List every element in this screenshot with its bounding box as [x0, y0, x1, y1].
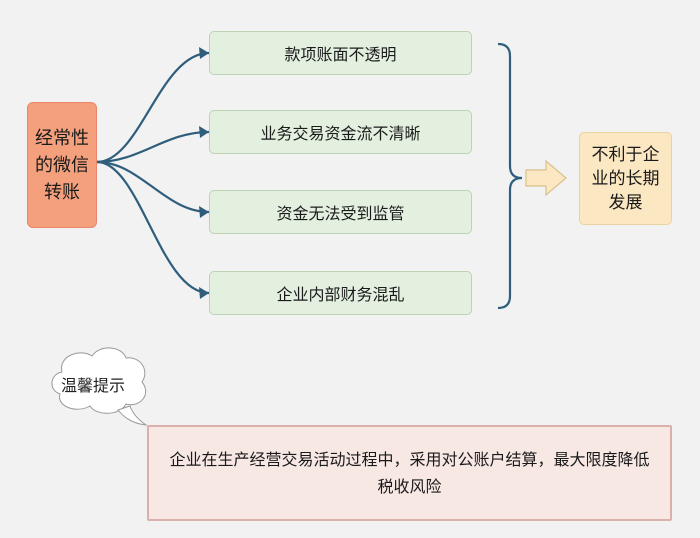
reason-label-3: 资金无法受到监管 — [276, 204, 405, 223]
result-label: 不利于企业的长期发展 — [591, 144, 660, 213]
connector-to-reason-4 — [96, 160, 210, 295]
source-label: 经常性的微信转账 — [35, 127, 89, 203]
arrowhead-3 — [199, 206, 209, 218]
connector-to-reason-1 — [96, 51, 210, 164]
tip-title-bubble: 温馨提示 — [40, 355, 146, 413]
reason-node-4: 企业内部财务混乱 — [209, 271, 472, 315]
reason-node-2: 业务交易资金流不清晰 — [209, 110, 472, 154]
reason-label-4: 企业内部财务混乱 — [276, 285, 405, 304]
result-node: 不利于企业的长期发展 — [579, 132, 672, 225]
source-node: 经常性的微信转账 — [27, 102, 97, 228]
tip-content-box: 企业在生产经营交易活动过程中，采用对公账户结算，最大限度降低税收风险 — [147, 425, 672, 521]
speech-cloud — [51, 347, 148, 426]
reason-node-1: 款项账面不透明 — [209, 31, 472, 75]
connector-to-reason-3 — [96, 160, 210, 214]
right-brace — [497, 42, 523, 310]
arrowhead-2 — [199, 126, 209, 138]
arrowhead-4 — [199, 287, 209, 299]
reason-label-1: 款项账面不透明 — [284, 45, 397, 64]
arrowhead-1 — [199, 47, 209, 59]
reason-label-2: 业务交易资金流不清晰 — [260, 124, 421, 143]
reason-node-3: 资金无法受到监管 — [209, 190, 472, 234]
result-arrow — [525, 159, 567, 197]
connector-to-reason-2 — [96, 130, 210, 164]
tip-text: 企业在生产经营交易活动过程中，采用对公账户结算，最大限度降低税收风险 — [169, 450, 650, 496]
tip-title: 温馨提示 — [60, 376, 125, 395]
